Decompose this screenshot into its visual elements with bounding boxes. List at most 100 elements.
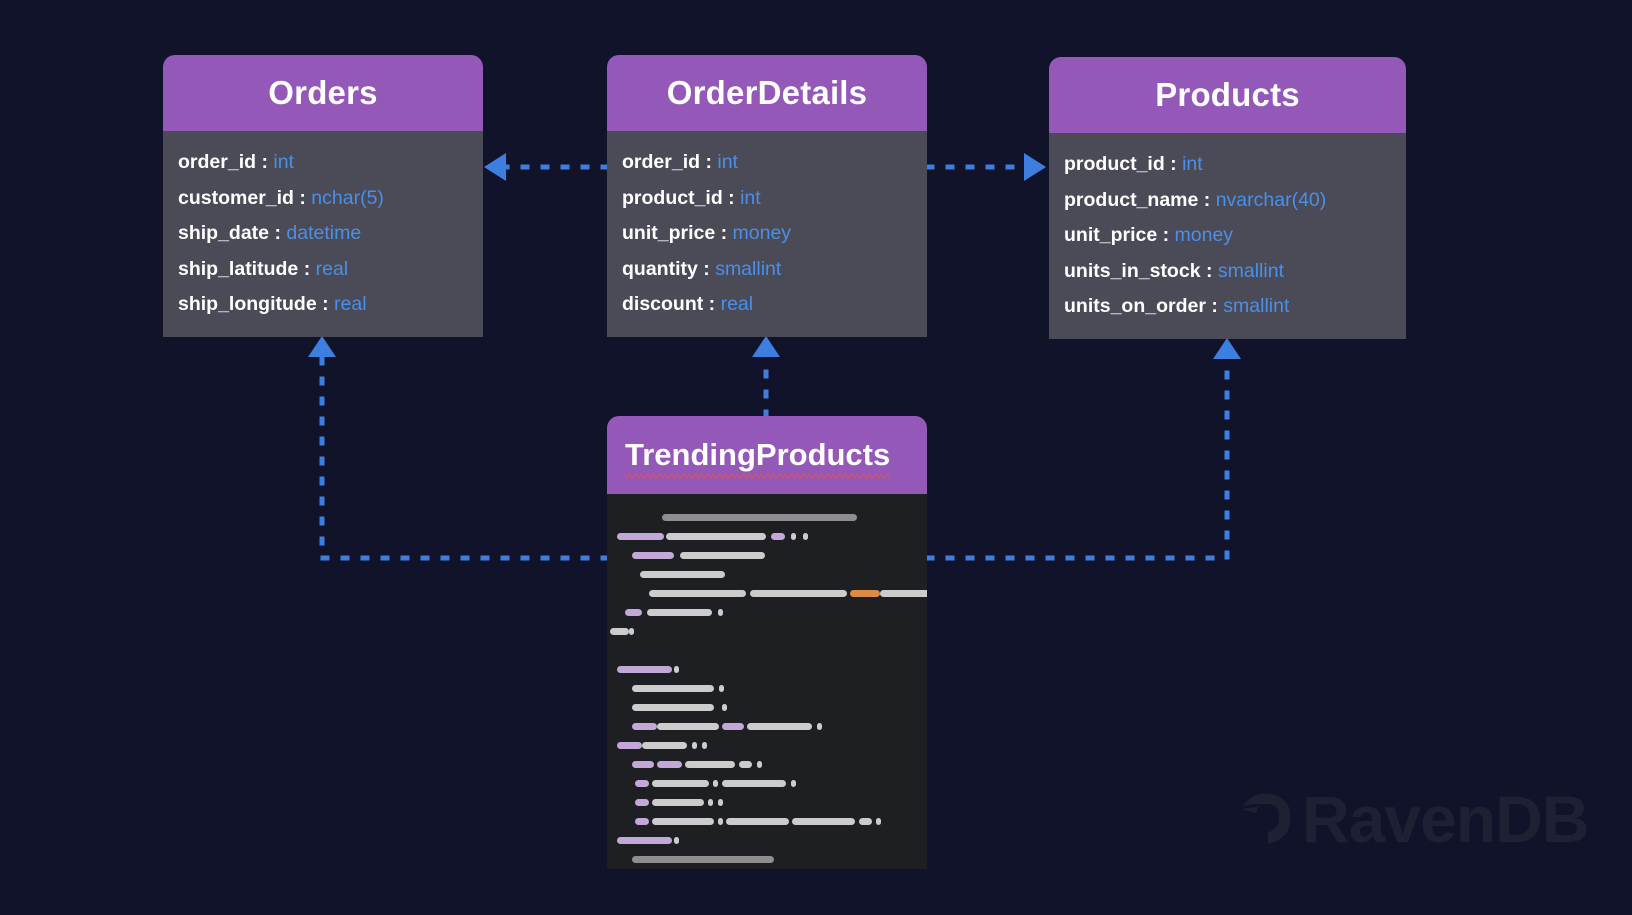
code-token bbox=[662, 514, 857, 521]
field-type: int bbox=[1182, 153, 1203, 175]
table-header-orderdetails: OrderDetails bbox=[607, 55, 927, 131]
field-type: money bbox=[732, 222, 792, 244]
code-token bbox=[674, 837, 679, 844]
field-type: int bbox=[717, 151, 738, 173]
code-token bbox=[632, 761, 654, 768]
table-row[interactable]: product_id : int bbox=[1049, 147, 1406, 183]
code-token bbox=[629, 628, 634, 635]
code-line bbox=[607, 603, 927, 622]
table-row[interactable]: order_id : int bbox=[163, 145, 483, 181]
code-line bbox=[607, 546, 927, 565]
field-separator: : bbox=[722, 186, 741, 209]
table-body-products: product_id : int product_name : nvarchar… bbox=[1049, 133, 1406, 339]
field-name: discount bbox=[622, 293, 704, 315]
entity-table-products[interactable]: Products product_id : int product_name :… bbox=[1049, 57, 1406, 339]
code-token bbox=[722, 723, 744, 730]
field-separator: : bbox=[1164, 153, 1183, 175]
code-token bbox=[791, 533, 796, 540]
index-card-title-text: TrendingProducts bbox=[625, 437, 891, 472]
table-row[interactable]: discount : real bbox=[607, 287, 927, 323]
table-body-orderdetails: order_id : int product_id : int unit_pri… bbox=[607, 131, 927, 337]
field-name: ship_latitude bbox=[178, 257, 299, 280]
table-row[interactable]: ship_latitude : real bbox=[163, 252, 483, 288]
code-line bbox=[607, 584, 927, 603]
connector-trending-to-products bbox=[925, 338, 1241, 561]
code-token bbox=[635, 799, 649, 806]
code-token bbox=[642, 742, 687, 749]
field-separator: : bbox=[1198, 188, 1216, 211]
table-row[interactable]: product_id : int bbox=[607, 181, 927, 217]
field-separator: : bbox=[293, 186, 312, 209]
code-line bbox=[607, 774, 927, 793]
field-name: unit_price bbox=[622, 222, 716, 244]
code-token bbox=[640, 571, 725, 578]
field-name: quantity bbox=[622, 257, 698, 280]
code-token bbox=[657, 723, 719, 730]
table-title-orderdetails: OrderDetails bbox=[666, 74, 868, 111]
table-title-orders: Orders bbox=[268, 74, 378, 111]
code-token bbox=[757, 761, 762, 768]
index-card-trending-products[interactable]: TrendingProducts bbox=[607, 416, 927, 869]
field-separator: : bbox=[697, 257, 716, 280]
code-token bbox=[625, 609, 642, 616]
field-separator: : bbox=[1200, 259, 1218, 282]
code-line bbox=[607, 850, 927, 869]
field-name: product_name bbox=[1064, 188, 1199, 211]
code-line bbox=[607, 641, 927, 660]
code-token bbox=[803, 533, 808, 540]
field-type: datetime bbox=[286, 222, 362, 244]
code-line bbox=[607, 831, 927, 850]
table-row[interactable]: units_in_stock : smallint bbox=[1049, 254, 1406, 290]
field-type: real bbox=[315, 257, 349, 280]
code-token bbox=[718, 609, 723, 616]
code-token bbox=[685, 761, 735, 768]
code-line bbox=[607, 755, 927, 774]
table-row[interactable]: unit_price : money bbox=[1049, 218, 1406, 254]
connector-trending-to-orderdetails bbox=[752, 336, 780, 419]
field-name: order_id bbox=[178, 151, 257, 173]
field-separator: : bbox=[700, 151, 718, 173]
entity-table-orderdetails[interactable]: OrderDetails order_id : int product_id :… bbox=[607, 55, 927, 337]
field-name: product_id bbox=[1064, 153, 1165, 175]
code-token bbox=[617, 742, 642, 749]
code-token bbox=[632, 856, 774, 863]
index-code-block[interactable] bbox=[607, 494, 927, 869]
code-token bbox=[708, 799, 713, 806]
table-row[interactable]: order_id : int bbox=[607, 145, 927, 181]
code-line bbox=[607, 698, 927, 717]
table-header-products: Products bbox=[1049, 57, 1406, 133]
code-token bbox=[722, 780, 786, 787]
entity-table-orders[interactable]: Orders order_id : int customer_id : ncha… bbox=[163, 55, 483, 337]
code-token bbox=[719, 685, 724, 692]
table-row[interactable]: unit_price : money bbox=[607, 216, 927, 252]
table-row[interactable]: quantity : smallint bbox=[607, 252, 927, 288]
code-token bbox=[791, 780, 796, 787]
table-row[interactable]: units_on_order : smallint bbox=[1049, 289, 1406, 325]
field-separator: : bbox=[269, 222, 287, 244]
table-row[interactable]: customer_id : nchar(5) bbox=[163, 181, 483, 217]
code-token bbox=[652, 780, 709, 787]
field-separator: : bbox=[316, 293, 335, 315]
connector-orderdetails-to-products bbox=[925, 153, 1046, 181]
code-token bbox=[666, 533, 766, 540]
table-row[interactable]: product_name : nvarchar(40) bbox=[1049, 183, 1406, 219]
code-token bbox=[850, 590, 880, 597]
ravendb-watermark: RavenDB bbox=[1238, 782, 1589, 856]
watermark-text: RavenDB bbox=[1302, 782, 1589, 856]
raven-head-icon bbox=[1241, 793, 1290, 844]
code-token bbox=[859, 818, 872, 825]
code-token bbox=[718, 818, 723, 825]
index-card-title: TrendingProducts bbox=[625, 437, 891, 479]
code-token bbox=[702, 742, 707, 749]
code-token bbox=[792, 818, 855, 825]
field-separator: : bbox=[703, 293, 721, 315]
code-token bbox=[713, 780, 718, 787]
table-row[interactable]: ship_longitude : real bbox=[163, 287, 483, 323]
spellcheck-squiggle-icon bbox=[625, 473, 891, 479]
code-line bbox=[607, 793, 927, 812]
code-token bbox=[880, 590, 927, 597]
table-row[interactable]: ship_date : datetime bbox=[163, 216, 483, 252]
field-type: smallint bbox=[1217, 259, 1284, 282]
field-name: units_in_stock bbox=[1064, 259, 1201, 282]
